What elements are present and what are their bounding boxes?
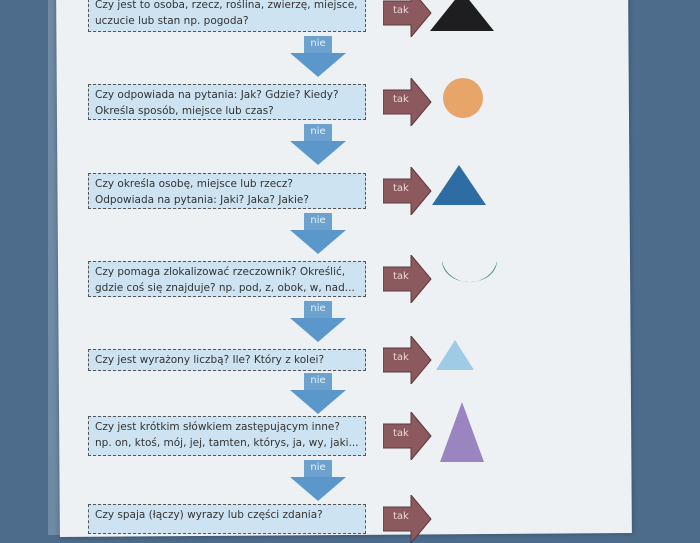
yes-arrow: tak <box>383 167 433 215</box>
no-label: nie <box>304 460 332 478</box>
question-line: Czy jest to osoba, rzecz, roślina, zwier… <box>95 0 358 11</box>
yes-label: tak <box>393 5 409 16</box>
yes-arrow: tak <box>383 336 433 384</box>
yes-arrow: tak <box>383 78 433 126</box>
no-label: nie <box>304 373 332 391</box>
question-line: Czy spaja (łączy) wyrazy lub części zdan… <box>95 509 323 521</box>
no-arrow: nie <box>290 36 346 78</box>
question-box: Czy jest to osoba, rzecz, roślina, zwier… <box>88 0 366 32</box>
no-arrow: nie <box>290 301 346 343</box>
yes-arrow: tak <box>383 412 433 460</box>
question-box: Czy pomaga zlokalizować rzeczownik? Okre… <box>88 261 366 297</box>
question-box: Czy określa osobę, miejsce lub rzecz? Od… <box>88 173 366 209</box>
down-arrow-head <box>290 390 346 414</box>
yes-label: tak <box>393 271 409 282</box>
purple-triangle-icon <box>440 402 484 462</box>
question-box: Czy odpowiada na pytania: Jak? Gdzie? Ki… <box>88 84 366 120</box>
question-line: Określa sposób, miejsce lub czas? <box>95 105 274 117</box>
yes-arrow: tak <box>383 0 433 37</box>
no-arrow: nie <box>290 124 346 166</box>
orange-circle-icon <box>443 78 483 118</box>
down-arrow-head <box>290 230 346 254</box>
black-triangle-icon <box>430 0 494 31</box>
question-line: Odpowiada na pytania: Jaki? Jaka? Jakie? <box>95 194 309 206</box>
yes-arrow: tak <box>383 495 433 543</box>
no-label: nie <box>304 213 332 231</box>
question-box: Czy spaja (łączy) wyrazy lub części zdan… <box>88 504 366 534</box>
yes-label: tak <box>393 183 409 194</box>
yes-label: tak <box>393 94 409 105</box>
down-arrow-head <box>290 141 346 165</box>
question-line: Czy jest krótkim słówkiem zastępującym i… <box>95 421 340 433</box>
no-arrow: nie <box>290 460 346 502</box>
question-line: gdzie coś się znajduje? np. pod, z, obok… <box>95 282 355 294</box>
yes-label: tak <box>393 428 409 439</box>
question-line: np. on, ktoś, mój, jej, tamten, którys, … <box>95 437 359 449</box>
question-box: Czy jest wyrażony liczbą? Ile? Który z k… <box>88 349 366 371</box>
yes-label: tak <box>393 511 409 522</box>
no-arrow: nie <box>290 373 346 415</box>
question-line: Czy określa osobę, miejsce lub rzecz? <box>95 178 294 190</box>
light-blue-triangle-icon <box>436 340 474 370</box>
no-label: nie <box>304 301 332 319</box>
yes-label: tak <box>393 352 409 363</box>
no-label: nie <box>304 124 332 142</box>
question-box: Czy jest krótkim słówkiem zastępującym i… <box>88 416 366 456</box>
down-arrow-head <box>290 477 346 501</box>
yes-arrow: tak <box>383 255 433 303</box>
blue-triangle-icon <box>432 165 486 205</box>
question-line: uczucie lub stan np. pogoda? <box>95 15 249 27</box>
no-label: nie <box>304 36 332 54</box>
down-arrow-head <box>290 318 346 342</box>
no-arrow: nie <box>290 213 346 255</box>
question-line: Czy odpowiada na pytania: Jak? Gdzie? Ki… <box>95 89 339 101</box>
down-arrow-head <box>290 53 346 77</box>
question-line: Czy pomaga zlokalizować rzeczownik? Okre… <box>95 266 346 278</box>
question-line: Czy jest wyrażony liczbą? Ile? Który z k… <box>95 354 325 366</box>
